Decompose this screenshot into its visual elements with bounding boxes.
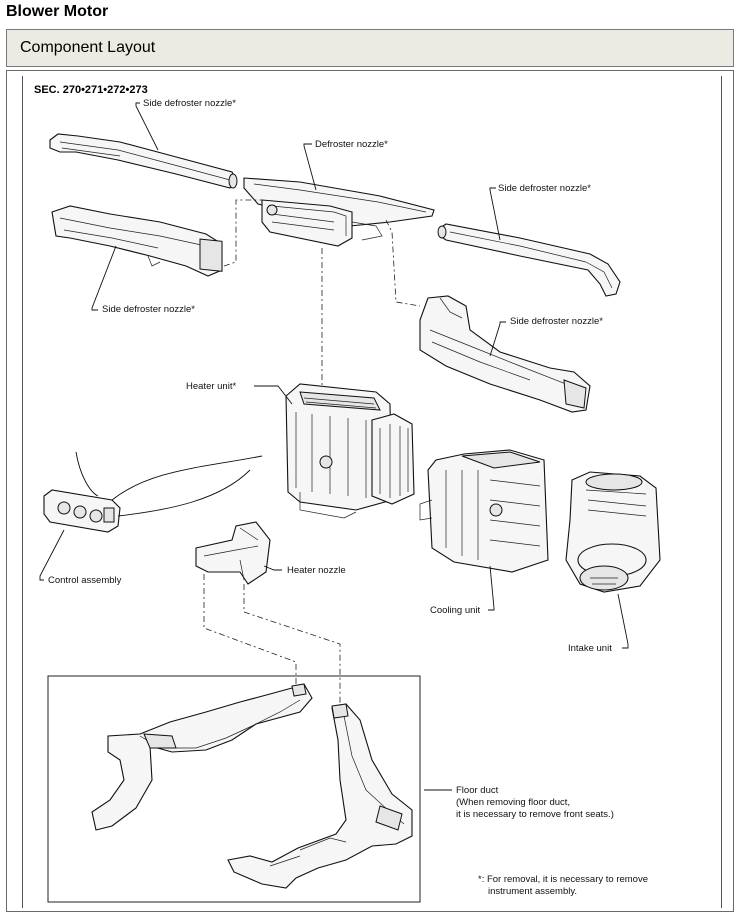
label-side-defroster-nozzle-right: Side defroster nozzle*	[498, 183, 591, 194]
intake-unit	[565, 471, 661, 593]
label-floor-duct-note-2: it is necessary to remove front seats.)	[456, 809, 614, 820]
label-control-assembly: Control assembly	[48, 575, 122, 586]
side-defroster-nozzle-upper-left	[49, 133, 238, 189]
label-side-defroster-nozzle-lower-right: Side defroster nozzle*	[510, 316, 603, 327]
cooling-unit	[419, 449, 549, 573]
section-header: Component Layout	[6, 29, 734, 67]
section-code: SEC. 270•271•272•273	[34, 84, 148, 96]
label-floor-duct-note-1: (When removing floor duct,	[456, 797, 570, 808]
figure-inner-frame	[22, 76, 722, 908]
defroster-nozzle	[243, 177, 435, 247]
heater-nozzle	[195, 521, 271, 585]
heater-unit	[285, 383, 415, 519]
side-defroster-nozzle-lower-left	[51, 205, 223, 277]
assembly-lines	[203, 199, 421, 706]
label-heater-unit: Heater unit*	[186, 381, 236, 392]
footnote-line-1: *: For removal, it is necessary to remov…	[478, 874, 648, 885]
floor-duct-frame	[47, 675, 421, 903]
label-floor-duct: Floor duct	[456, 785, 499, 796]
side-defroster-nozzle-right	[437, 223, 621, 297]
footnote-line-2: instrument assembly.	[488, 886, 577, 897]
page-title: Blower Motor	[6, 3, 109, 20]
floor-duct-left	[91, 683, 313, 831]
floor-duct-right	[227, 703, 413, 889]
control-assembly	[43, 451, 263, 533]
label-heater-nozzle: Heater nozzle	[287, 565, 346, 576]
label-defroster-nozzle: Defroster nozzle*	[315, 139, 388, 150]
label-intake-unit: Intake unit	[568, 643, 612, 654]
label-side-defroster-nozzle-upper-left: Side defroster nozzle*	[143, 98, 236, 109]
label-side-defroster-nozzle-lower-left: Side defroster nozzle*	[102, 304, 195, 315]
leader-lines	[39, 102, 629, 791]
label-cooling-unit: Cooling unit	[430, 605, 481, 616]
section-header-label: Component Layout	[20, 39, 156, 56]
side-defroster-nozzle-lower-right	[419, 295, 591, 413]
